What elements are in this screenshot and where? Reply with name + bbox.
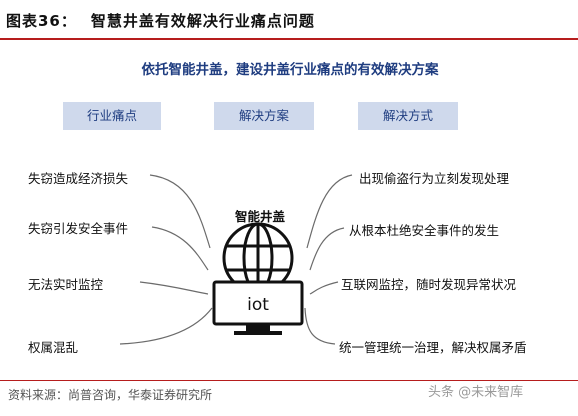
- column-header-pain-points: 行业痛点: [63, 102, 161, 130]
- figure-header: 图表36： 智慧井盖有效解决行业痛点问题: [0, 0, 578, 34]
- figure-label: 图表36：: [6, 12, 77, 30]
- watermark: 头条 @未来智库: [428, 385, 524, 400]
- connector-line: [309, 227, 345, 271]
- column-header-method: 解决方式: [358, 102, 458, 130]
- solution-item: 从根本杜绝安全事件的发生: [349, 223, 500, 238]
- source-note: 资料来源：尚普咨询，华泰证券研究所: [8, 388, 213, 402]
- solution-item: 出现偷盗行为立刻发现处理: [359, 171, 510, 186]
- pain-point-item: 权属混乱: [28, 340, 79, 355]
- solution-item: 统一管理统一治理，解决权属矛盾: [339, 340, 527, 355]
- right-connectors: [304, 174, 353, 345]
- connector-line: [309, 281, 339, 295]
- pain-point-item: 失窃造成经济损失: [28, 171, 129, 186]
- globe-monitor-icon: [212, 222, 304, 335]
- footer-rule: [0, 380, 578, 381]
- header-rule: [0, 38, 578, 40]
- figure-title: 图表36： 智慧井盖有效解决行业痛点问题: [6, 10, 315, 31]
- solution-item: 互联网监控，随时发现异常状况: [341, 277, 517, 292]
- left-connectors: [119, 174, 213, 345]
- column-header-solution: 解决方案: [214, 102, 314, 130]
- connector-line: [119, 307, 213, 345]
- pain-point-item: 失窃引发安全事件: [28, 221, 129, 236]
- connector-line: [151, 226, 209, 271]
- figure-title-text: 智慧井盖有效解决行业痛点问题: [90, 12, 315, 30]
- connector-line: [304, 307, 336, 345]
- connector-line: [139, 281, 209, 295]
- connector-line: [149, 174, 211, 249]
- banner-text: 依托智能井盖，建设井盖行业痛点的有效解决方案: [141, 62, 439, 78]
- banner-panel: 依托智能井盖，建设井盖行业痛点的有效解决方案: [90, 52, 490, 82]
- center-label: 智能井盖: [234, 209, 285, 224]
- device-text: iot: [247, 295, 269, 315]
- pain-point-item: 无法实时监控: [28, 277, 104, 292]
- connector-line: [306, 174, 353, 249]
